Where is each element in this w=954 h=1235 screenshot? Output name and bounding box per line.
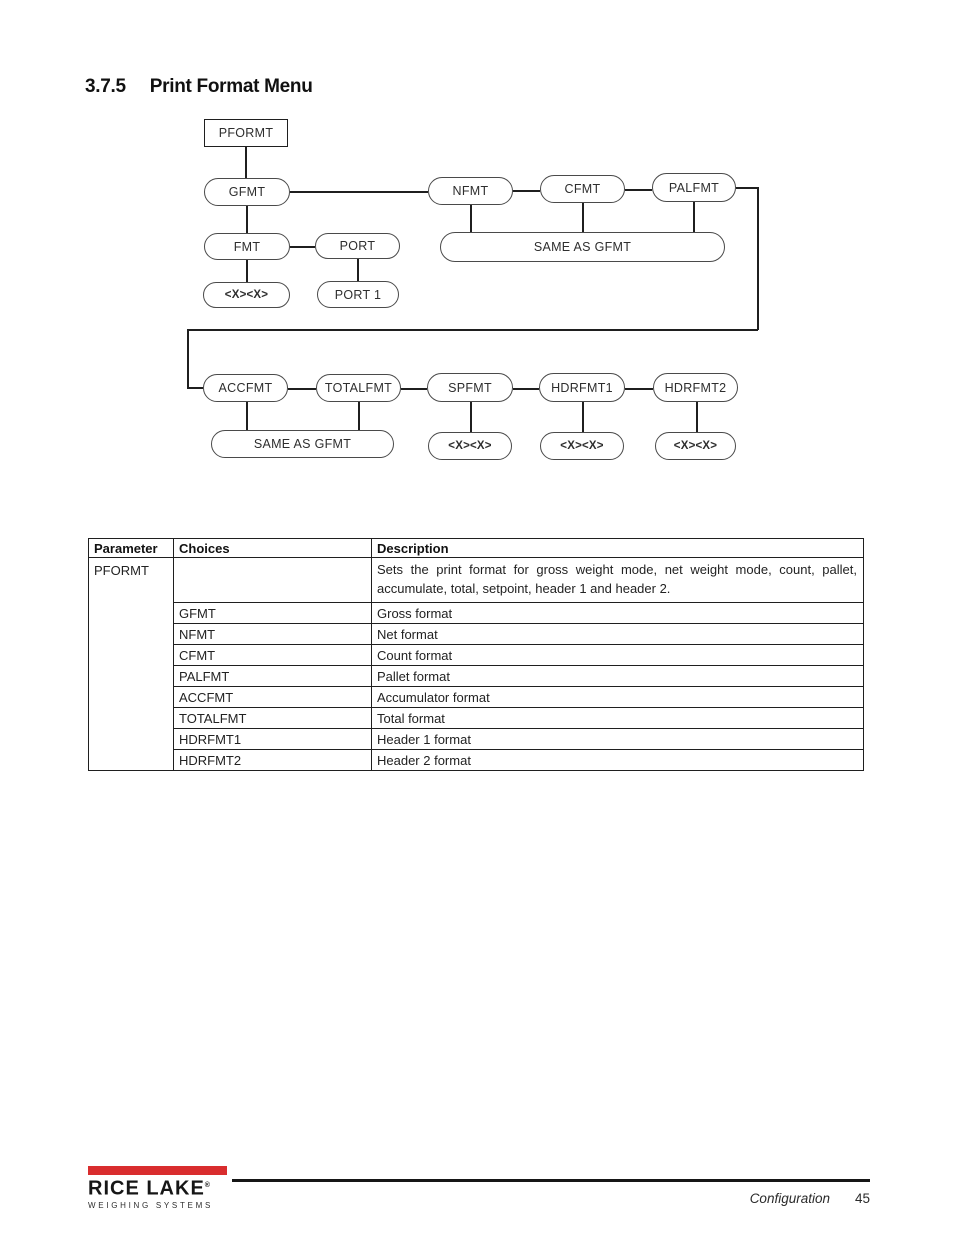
description-cell: Gross format [371,602,864,624]
section-title-text: Print Format Menu [149,76,313,97]
section-number: 3.7.5 [85,76,126,97]
diagram-node-port: PORT [315,233,400,259]
diagram-node-accfmt: ACCFMT [203,374,288,402]
description-cell: Pallet format [371,665,864,687]
section-title: 3.7.5 Print Format Menu [85,76,313,98]
diagram-node-spfmt-value: <X><X> [428,432,512,460]
connector-line [696,402,698,432]
column-header-parameter: Parameter [88,538,174,558]
choice-cell: NFMT [173,623,372,645]
table-row: GFMT Gross format [89,602,864,624]
connector-line [470,402,472,432]
connector-line [187,387,203,389]
choice-cell: HDRFMT2 [173,749,372,771]
connector-line [290,191,428,193]
diagram-node-nfmt: NFMT [428,177,513,205]
connector-line [582,402,584,432]
choice-cell-empty [173,557,372,603]
logo-subtitle: WEIGHING SYSTEMS [88,1200,213,1210]
connector-line [693,202,695,232]
diagram-node-fmt-value: <X><X> [203,282,290,308]
diagram-node-gfmt: GFMT [204,178,290,206]
connector-line [246,206,248,233]
description-cell: Header 1 format [371,728,864,750]
footer-page-number: 45 [854,1191,870,1206]
connector-line [625,189,652,191]
table-row: PFORMT Sets the print format for gross w… [88,557,864,771]
diagram-node-hdrfmt2-value: <X><X> [655,432,736,460]
table-row: HDRFMT1 Header 1 format [89,728,864,750]
logo-brand-name: RICE LAKE® [88,1175,228,1200]
connector-line [625,388,653,390]
table-row: NFMT Net format [89,623,864,645]
diagram-node-hdrfmt1-value: <X><X> [540,432,624,460]
table-row: ACCFMT Accumulator format [89,686,864,708]
choice-cell: CFMT [173,644,372,666]
parameter-name-cell: PFORMT [88,557,174,771]
diagram-node-hdrfmt2: HDRFMT2 [653,373,738,402]
column-header-choices: Choices [173,538,372,558]
diagram-node-port1: PORT 1 [317,281,399,308]
connector-line [187,329,758,331]
registered-trademark-symbol: ® [204,1182,210,1189]
diagram-node-hdrfmt1: HDRFMT1 [539,373,625,402]
logo-brand-text: RICE LAKE [88,1177,205,1200]
description-cell: Total format [371,707,864,729]
column-header-description: Description [371,538,864,558]
connector-line [401,388,427,390]
description-cell: Accumulator format [371,686,864,708]
connector-line [246,402,248,430]
connector-line [736,187,758,189]
choice-cell: TOTALFMT [173,707,372,729]
choice-cell: PALFMT [173,665,372,687]
diagram-node-palfmt: PALFMT [652,173,736,202]
connector-line [513,190,540,192]
footer-section-label: Configuration [749,1191,830,1206]
footer-divider-line [232,1179,870,1182]
choice-cell: HDRFMT1 [173,728,372,750]
choice-cell: ACCFMT [173,686,372,708]
table-row: CFMT Count format [89,644,864,666]
diagram-node-fmt: FMT [204,233,290,260]
logo-red-bar [88,1166,227,1175]
connector-line [187,329,189,388]
connector-line [290,246,315,248]
connector-line [757,187,759,330]
pformt-parameter-table: Parameter Choices Description PFORMT Set… [88,538,864,771]
table-row: PALFMT Pallet format [89,665,864,687]
connector-line [358,402,360,430]
description-cell: Net format [371,623,864,645]
table-row: HDRFMT2 Header 2 format [89,749,864,771]
diagram-node-pformt: PFORMT [204,119,288,147]
connector-line [470,205,472,232]
connector-line [582,203,584,232]
diagram-node-same-as-gfmt-2: SAME AS GFMT [211,430,394,458]
table-header-row: Parameter Choices Description [88,538,864,558]
diagram-node-same-as-gfmt-1: SAME AS GFMT [440,232,725,262]
parameter-description-cell: Sets the print format for gross weight m… [371,557,864,603]
rice-lake-logo: RICE LAKE® WEIGHING SYSTEMS [88,1166,228,1210]
diagram-node-spfmt: SPFMT [427,373,513,402]
connector-line [245,147,247,178]
diagram-node-cfmt: CFMT [540,175,625,203]
connector-line [288,388,316,390]
connector-line [513,388,539,390]
description-cell: Header 2 format [371,749,864,771]
connector-line [246,260,248,282]
connector-line [357,259,359,281]
table-row: TOTALFMT Total format [89,707,864,729]
description-cell: Count format [371,644,864,666]
diagram-node-totalfmt: TOTALFMT [316,374,401,402]
choice-cell: GFMT [173,602,372,624]
